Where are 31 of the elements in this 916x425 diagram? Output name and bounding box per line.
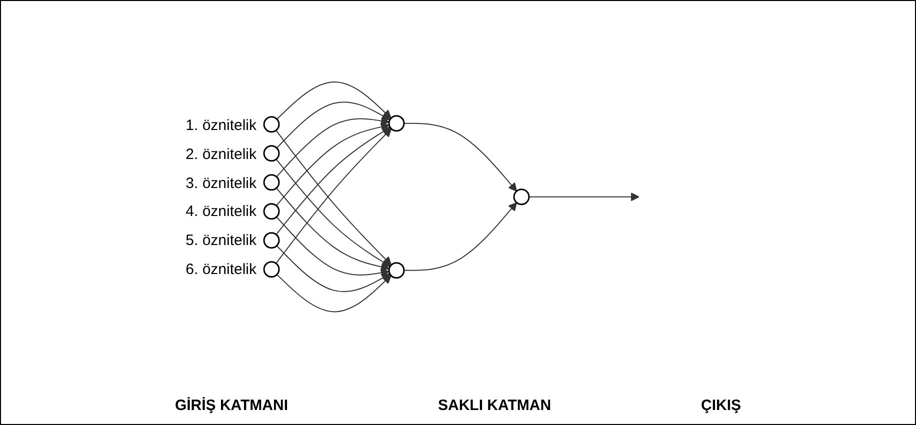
arrow — [275, 127, 390, 236]
neuron-circle — [388, 262, 404, 279]
arrow — [528, 192, 639, 202]
feature-label: 2. öznitelik — [186, 146, 257, 162]
layer-label: ÇIKIŞ — [701, 397, 742, 414]
neuron-circle — [262, 145, 280, 162]
arrow — [403, 202, 517, 271]
arrow — [276, 82, 391, 120]
neuron-circle — [262, 174, 280, 191]
arrow — [275, 188, 390, 272]
arrow — [275, 158, 390, 267]
feature-label: 4. öznitelik — [186, 203, 257, 220]
feature-label: 3. öznitelik — [186, 174, 257, 192]
arrow — [276, 216, 389, 278]
feature-label: 1. öznitelik — [186, 116, 257, 134]
neuron-circle — [512, 188, 530, 206]
layer-label: GİRİŞ KATMANI — [174, 397, 288, 414]
arrow — [403, 123, 517, 192]
arrow — [276, 274, 391, 312]
arrow — [275, 122, 390, 206]
neuron-circle — [262, 232, 280, 249]
neuron-circle — [262, 261, 280, 278]
feature-label: 6. öznitelik — [186, 261, 257, 278]
neuron-circle — [262, 116, 280, 133]
arrow — [276, 102, 390, 149]
arrow — [276, 245, 390, 292]
arrow — [276, 116, 389, 178]
neuron-circle — [262, 203, 280, 220]
feature-label: 5. öznitelik — [186, 232, 257, 250]
layer-label: SAKLI KATMAN — [438, 397, 552, 414]
neuron-circle — [388, 115, 404, 132]
